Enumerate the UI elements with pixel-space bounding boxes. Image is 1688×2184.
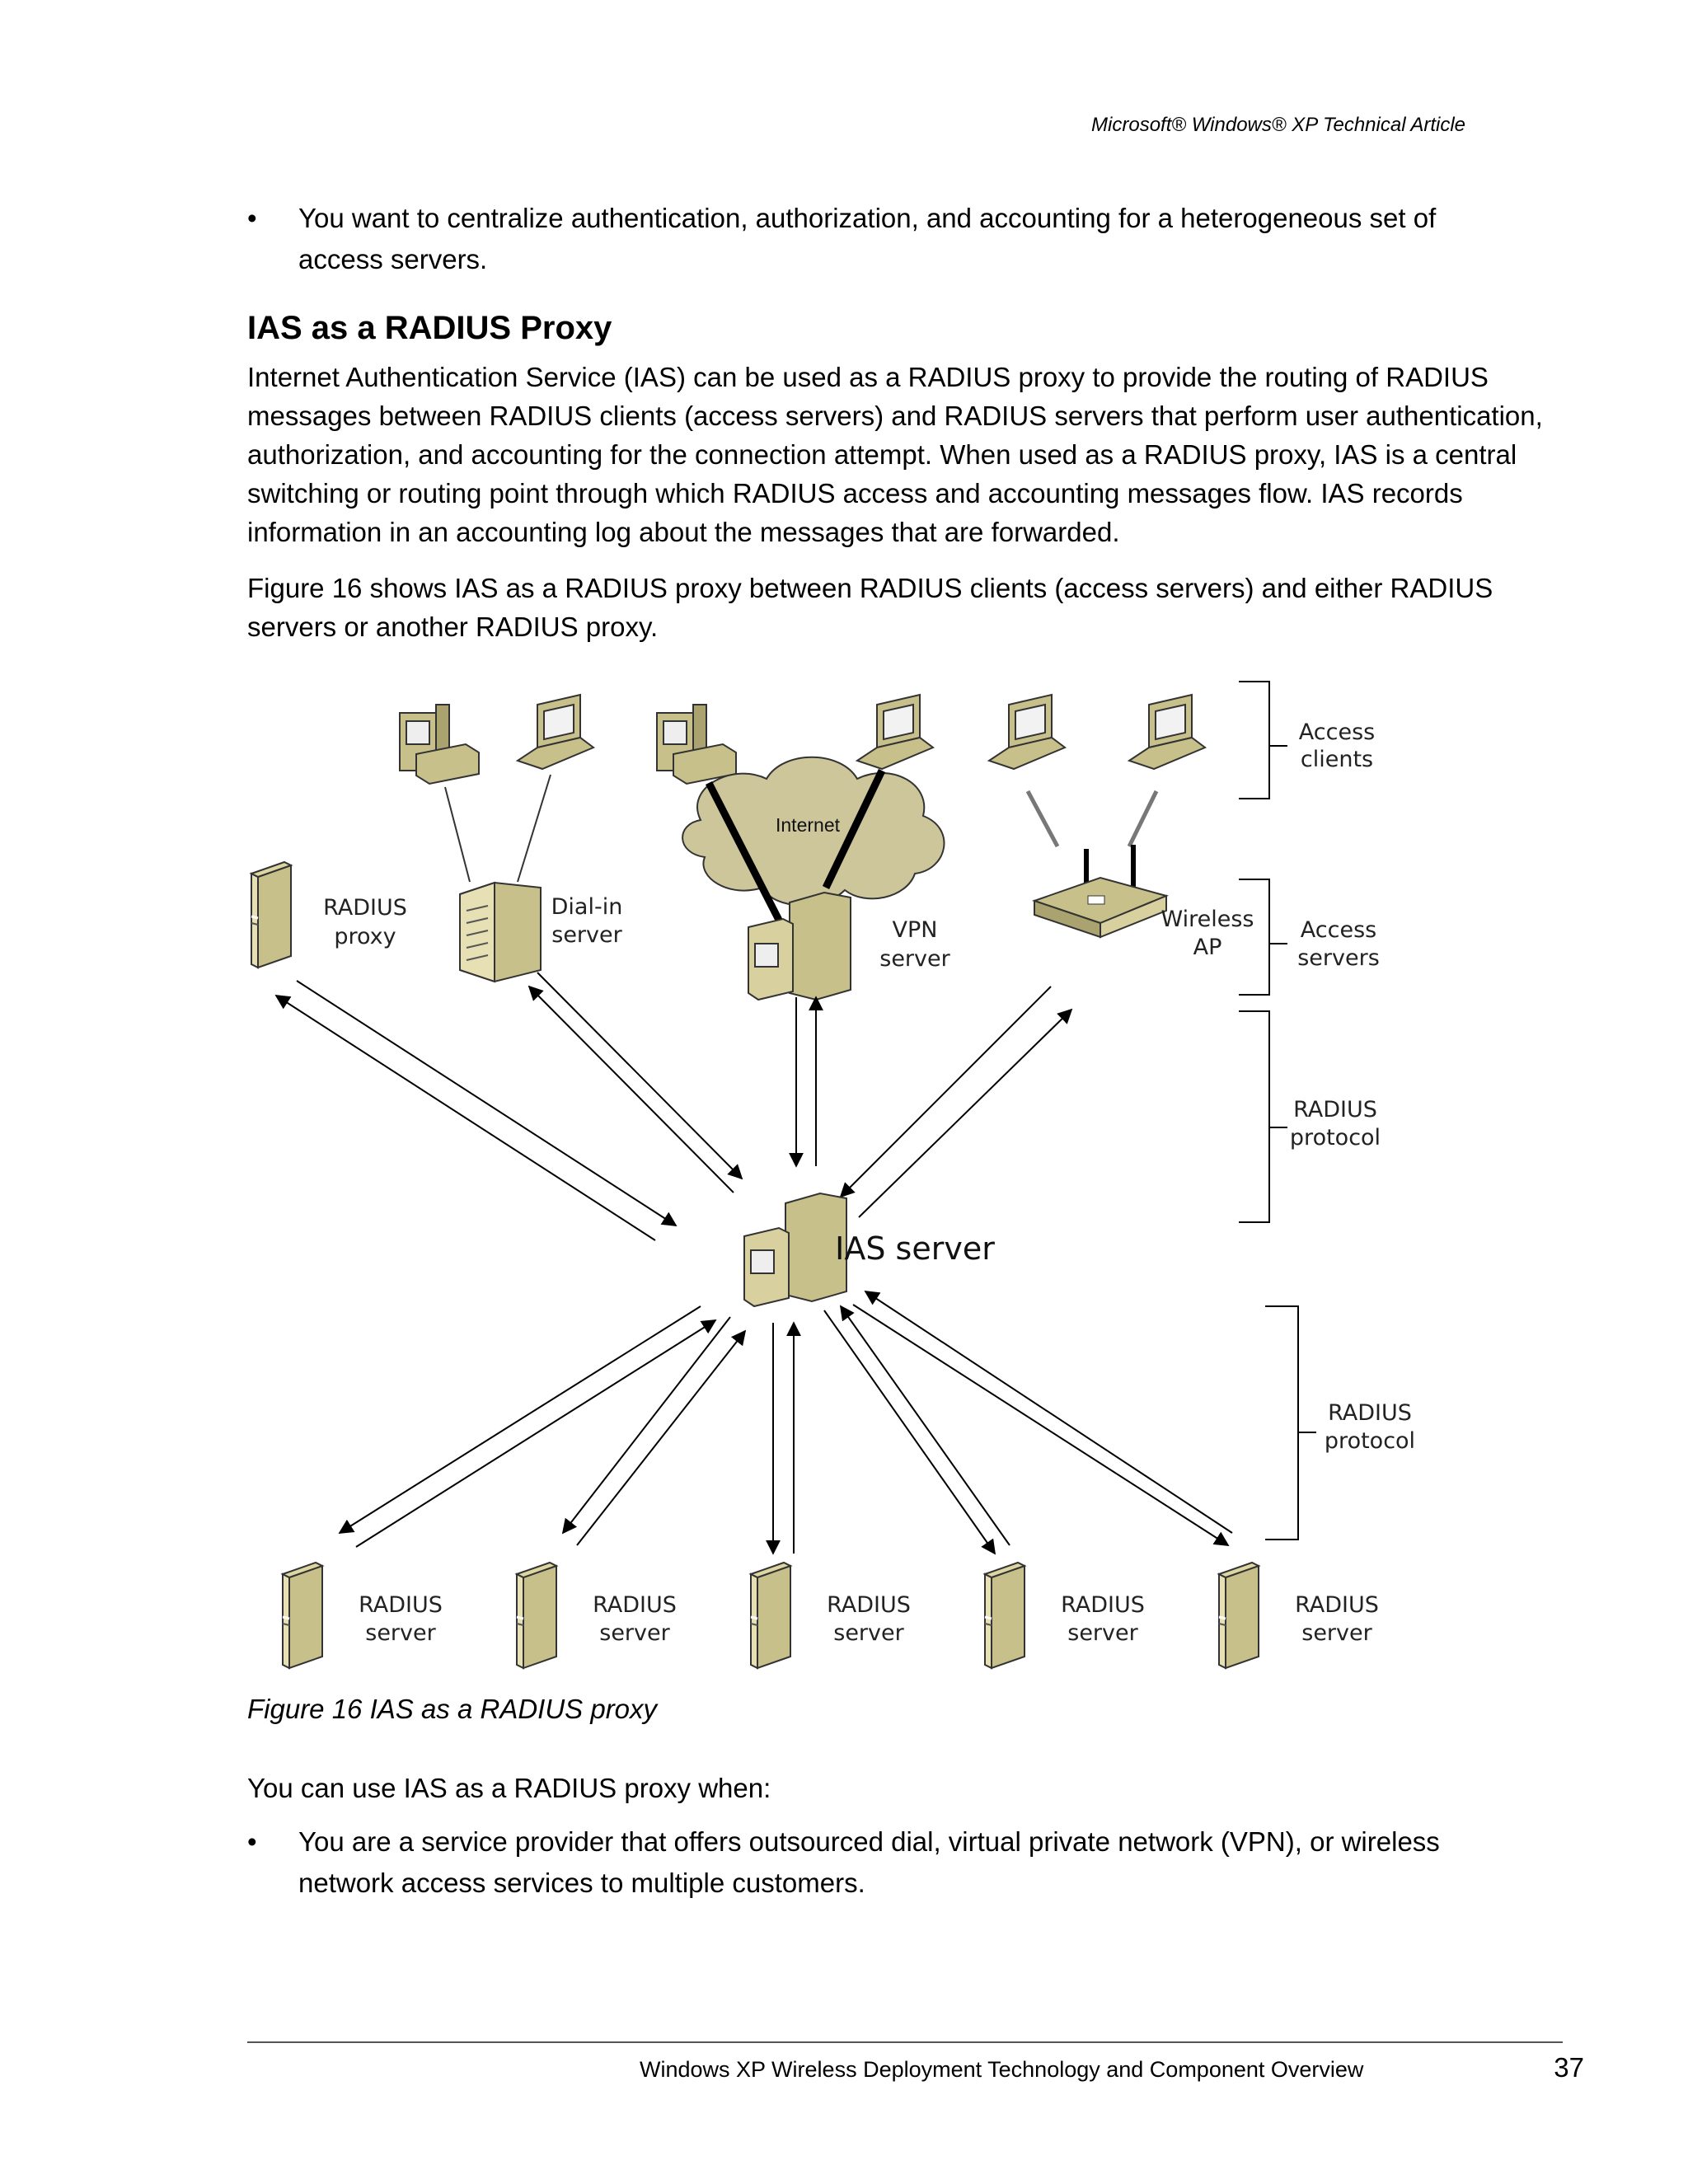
paragraph-line: authorization, and accounting for the co… xyxy=(247,435,1582,474)
vpn-label: VPN xyxy=(893,917,938,943)
radius-server-icon xyxy=(751,1563,790,1668)
dial-in-server-icon xyxy=(460,883,541,982)
radius-proxy-label: RADIUS xyxy=(323,895,407,921)
ias-server-label: IAS server xyxy=(835,1230,995,1267)
vpn-label: server xyxy=(879,946,950,972)
footer-divider xyxy=(247,2041,1563,2043)
vpn-server-icon xyxy=(748,893,851,1000)
radius-proxy-label: proxy xyxy=(334,924,396,949)
bracket-label: RADIUS xyxy=(1328,1400,1412,1426)
bracket-label: protocol xyxy=(1290,1125,1381,1151)
running-header: Microsoft® Windows® XP Technical Article xyxy=(1091,114,1465,137)
desktop-client-icon xyxy=(657,705,736,784)
bracket-access-clients: Access clients xyxy=(1239,682,1375,799)
paragraph-line: servers or another RADIUS proxy. xyxy=(247,607,1582,646)
ias-radius-proxy-diagram: Access clients Access servers RADIUS pro… xyxy=(239,672,1442,1685)
bracket-label: Access xyxy=(1301,917,1376,943)
bracket-access-servers: Access servers xyxy=(1239,879,1380,995)
internet-label: Internet xyxy=(776,814,841,836)
radius-protocol-arrows-top xyxy=(276,972,1071,1240)
radius-server-label: RADIUS xyxy=(593,1592,677,1618)
bracket-label: Access xyxy=(1299,719,1375,745)
usage-lead-paragraph: You can use IAS as a RADIUS proxy when: xyxy=(247,1769,1582,1807)
bullet-line: You are a service provider that offers o… xyxy=(298,1821,1566,1863)
wireless-ap-label: AP xyxy=(1193,935,1222,960)
bullet-text: You want to centralize authentication, a… xyxy=(298,198,1566,280)
radius-server-label: server xyxy=(599,1620,670,1646)
radius-server-label: server xyxy=(833,1620,904,1646)
paragraph-line: Figure 16 shows IAS as a RADIUS proxy be… xyxy=(247,569,1582,607)
radius-proxy-server-icon xyxy=(251,862,291,968)
radius-server-label: RADIUS xyxy=(1295,1592,1379,1618)
bracket-label: clients xyxy=(1301,747,1373,772)
wireless-ap-label: Wireless xyxy=(1161,907,1254,932)
bracket-radius-protocol-top: RADIUS protocol xyxy=(1239,1011,1381,1222)
paragraph-line: information in an accounting log about t… xyxy=(247,513,1582,551)
section-heading: IAS as a RADIUS Proxy xyxy=(247,310,612,347)
laptop-client-icon xyxy=(989,695,1065,769)
dial-in-label: server xyxy=(551,922,622,948)
bullet-item-service-provider: • You are a service provider that offers… xyxy=(247,1821,1566,1904)
radius-server-icon xyxy=(1219,1563,1259,1668)
radius-server-icon xyxy=(283,1563,322,1668)
radius-server-label: RADIUS xyxy=(827,1592,911,1618)
bullet-text: You are a service provider that offers o… xyxy=(298,1821,1566,1904)
dial-in-label: Dial-in xyxy=(551,894,623,920)
intro-paragraph: Internet Authentication Service (IAS) ca… xyxy=(247,358,1582,551)
radius-server-label: server xyxy=(1301,1620,1372,1646)
radius-server-icon xyxy=(985,1563,1025,1668)
paragraph-line: messages between RADIUS clients (access … xyxy=(247,396,1582,435)
bracket-label: RADIUS xyxy=(1293,1097,1377,1122)
radius-server-label: server xyxy=(1067,1620,1138,1646)
wireless-ap-icon xyxy=(1034,845,1166,937)
radius-server-label: RADIUS xyxy=(1061,1592,1145,1618)
radius-server-label: RADIUS xyxy=(359,1592,443,1618)
bullet-line: network access services to multiple cust… xyxy=(298,1863,1566,1904)
bracket-label: servers xyxy=(1297,945,1380,971)
bracket-radius-protocol-bottom: RADIUS protocol xyxy=(1265,1306,1415,1540)
laptop-client-icon xyxy=(1129,695,1205,769)
bullet-item-centralize: • You want to centralize authentication,… xyxy=(247,198,1566,280)
laptop-client-icon xyxy=(518,695,593,769)
figure-intro-paragraph: Figure 16 shows IAS as a RADIUS proxy be… xyxy=(247,569,1582,646)
paragraph-line: Internet Authentication Service (IAS) ca… xyxy=(247,358,1582,396)
laptop-client-icon xyxy=(857,695,933,769)
bullet-line: access servers. xyxy=(298,239,1566,280)
radius-server-icon xyxy=(517,1563,556,1668)
internet-cloud-icon: Internet xyxy=(682,757,944,906)
page-number: 37 xyxy=(1554,2052,1584,2083)
bullet-icon: • xyxy=(247,198,257,239)
bracket-label: protocol xyxy=(1325,1428,1415,1454)
paragraph-line: switching or routing point through which… xyxy=(247,474,1582,513)
radius-server-label: server xyxy=(365,1620,436,1646)
figure-caption: Figure 16 IAS as a RADIUS proxy xyxy=(247,1694,657,1725)
bullet-icon: • xyxy=(247,1821,257,1863)
radius-protocol-arrows-bottom xyxy=(340,1291,1232,1554)
bullet-line: You want to centralize authentication, a… xyxy=(298,198,1566,239)
footer-title: Windows XP Wireless Deployment Technolog… xyxy=(640,2057,1363,2083)
desktop-client-icon xyxy=(400,705,479,784)
ias-server-icon xyxy=(744,1193,846,1306)
